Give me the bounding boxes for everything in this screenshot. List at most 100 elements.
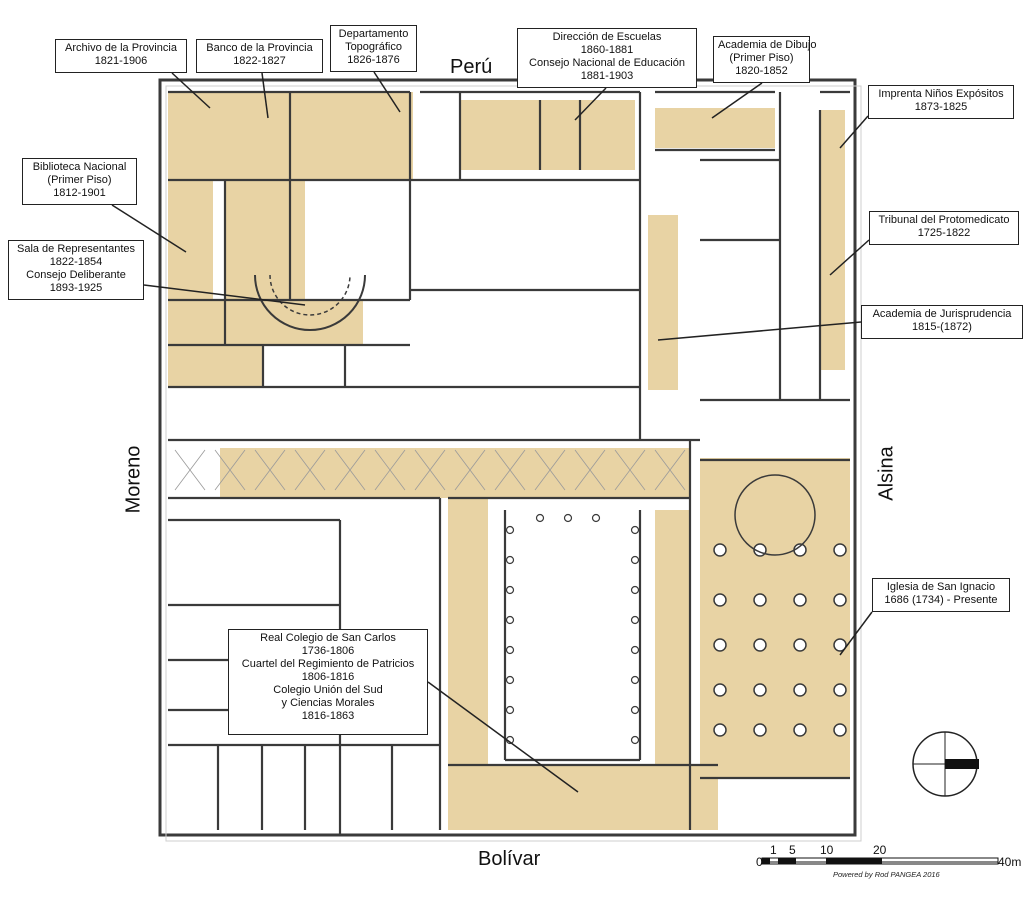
- highlight-area: [648, 215, 678, 390]
- scale-bar: [761, 857, 999, 865]
- label-line: 1822-1827: [233, 55, 286, 67]
- cloister-pillar: [630, 735, 640, 745]
- cloister-pillar: [535, 513, 545, 523]
- label-line: Topográfico: [345, 41, 402, 53]
- label-line: Sala de Representantes: [16, 243, 136, 255]
- pillar: [833, 723, 847, 737]
- leader-line: [143, 284, 306, 306]
- street-label-east: Alsina: [875, 446, 898, 501]
- label-line: Imprenta Niños Expósitos: [878, 88, 1004, 100]
- leader-line: [171, 72, 211, 109]
- label-line: Cuartel del Regimiento de Patricios: [241, 658, 415, 670]
- leader-lines: [111, 71, 873, 793]
- label-line: Departamento: [338, 28, 409, 40]
- highlight-area: [700, 458, 850, 778]
- label-line: 1820-1852: [735, 65, 788, 77]
- cloister-pillar: [630, 615, 640, 625]
- scale-tick-10: 10: [820, 843, 834, 857]
- highlight-area: [820, 110, 845, 370]
- label-line: 1686 (1734) - Presente: [884, 594, 998, 606]
- label-line: Colegio Unión del Sud: [273, 684, 383, 696]
- vault-mark: [294, 449, 326, 491]
- scale-frame: [761, 857, 999, 865]
- cloister-pillar: [505, 555, 515, 565]
- vault-mark: [414, 449, 446, 491]
- cloister-pillar: [563, 513, 573, 523]
- pillar: [753, 593, 767, 607]
- label-line: y Ciencias Morales: [281, 697, 375, 709]
- dome-outline: [734, 474, 816, 556]
- pillar: [793, 723, 807, 737]
- cloister-pillar: [630, 525, 640, 535]
- highlight-area: [460, 100, 635, 170]
- pillar: [713, 723, 727, 737]
- cloister-pillar: [505, 615, 515, 625]
- pillar: [833, 683, 847, 697]
- vault-mark: [174, 449, 206, 491]
- pillar: [753, 683, 767, 697]
- label-line: (Primer Piso): [47, 174, 112, 186]
- street-label-north: Perú: [450, 56, 493, 78]
- label-line: 1893-1925: [49, 282, 103, 294]
- leader-line: [111, 204, 187, 253]
- label-line: 1736-1806: [301, 645, 355, 657]
- label-line: Academia de Jurisprudencia: [872, 308, 1012, 320]
- leader-line: [427, 681, 579, 793]
- scale-seg: [762, 858, 770, 864]
- leader-line: [574, 87, 607, 121]
- cloister-pillar: [591, 513, 601, 523]
- pillar: [833, 543, 847, 557]
- vault-mark: [374, 449, 406, 491]
- leader-line: [373, 71, 401, 113]
- vault-mark: [254, 449, 286, 491]
- label-line: Tribunal del Protomedicato: [878, 214, 1010, 226]
- pillar: [793, 593, 807, 607]
- pillar: [713, 543, 727, 557]
- cloister-pillar: [505, 645, 515, 655]
- scale-end-label: 40m: [998, 855, 1022, 869]
- label-line: Real Colegio de San Carlos: [260, 632, 396, 644]
- label-biblioteca: Biblioteca Nacional(Primer Piso)1812-190…: [22, 158, 137, 205]
- label-line: 1806-1816: [301, 671, 355, 683]
- leader-line: [657, 321, 862, 341]
- label-line: Consejo Deliberante: [26, 269, 126, 281]
- pillar: [753, 638, 767, 652]
- pillar: [793, 683, 807, 697]
- label-line: 1873-1825: [914, 101, 968, 113]
- scale-tick-1: 1: [770, 843, 777, 857]
- highlight-area: [448, 498, 488, 768]
- label-line: Iglesia de San Ignacio: [886, 581, 996, 593]
- compass-needle: [945, 759, 979, 769]
- label-line: Dirección de Escuelas: [552, 31, 662, 43]
- highlight-area: [655, 108, 775, 148]
- cloister-pillar: [505, 585, 515, 595]
- scale-tick-0: 0: [756, 855, 763, 869]
- pillar: [713, 683, 727, 697]
- label-line: Biblioteca Nacional: [32, 161, 127, 173]
- vault-mark: [454, 449, 486, 491]
- label-line: 1860-1881: [580, 44, 634, 56]
- cloister-pillar: [630, 705, 640, 715]
- label-line: 1815-(1872): [912, 321, 972, 333]
- cloister-pillar: [630, 585, 640, 595]
- label-line: (Primer Piso): [729, 52, 794, 64]
- highlight-area: [168, 180, 213, 300]
- leader-line: [839, 611, 873, 656]
- vault-mark: [614, 449, 646, 491]
- highlight-area: [655, 510, 690, 770]
- chamber-arc-inner: [269, 274, 351, 316]
- label-line: 1816-1863: [301, 710, 355, 722]
- cloister-pillar: [505, 675, 515, 685]
- label-line: Archivo de la Provincia: [65, 42, 177, 54]
- vault-mark: [654, 449, 686, 491]
- vault-mark: [534, 449, 566, 491]
- leader-line: [711, 82, 763, 119]
- pillar: [713, 593, 727, 607]
